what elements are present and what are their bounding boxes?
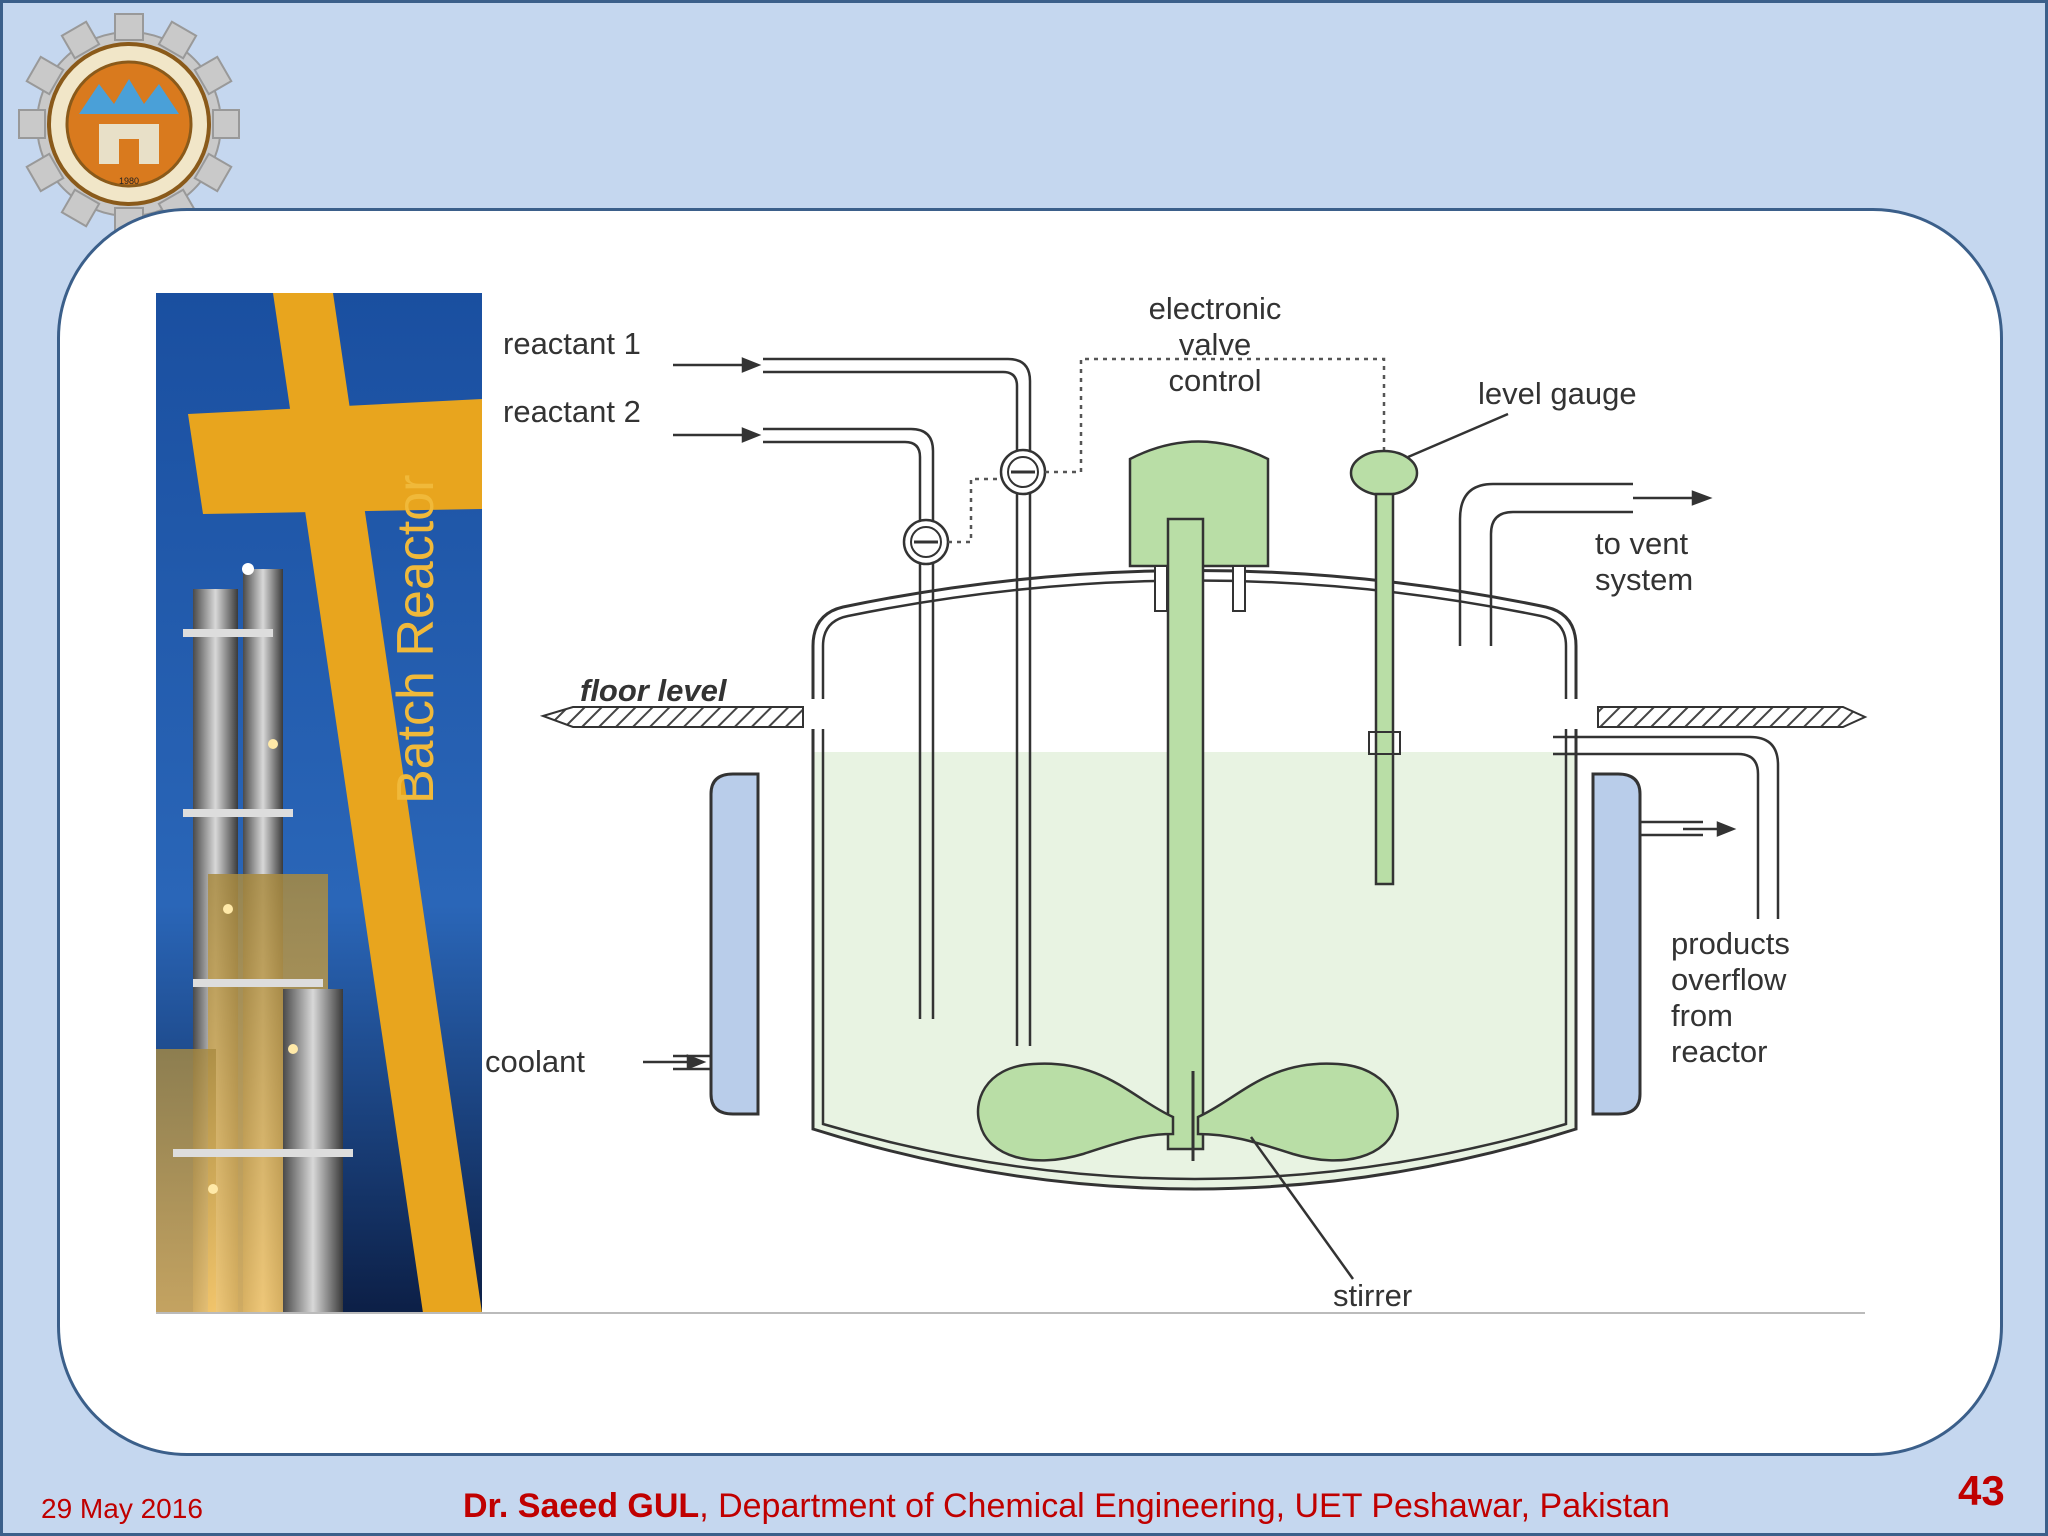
- valve-control-label-3: control: [1168, 363, 1261, 398]
- footer-author: Dr. Saeed GUL: [463, 1487, 700, 1525]
- cooling-jacket: [709, 772, 1642, 1116]
- level-gauge: [1349, 412, 1509, 886]
- floor-level-marker: floor level: [539, 673, 1868, 728]
- products-label-4: reactor: [1671, 1034, 1767, 1069]
- page-number: 43: [1958, 1467, 2005, 1514]
- vent-pipe: [1458, 482, 1633, 646]
- stirrer-assembly: [976, 440, 1399, 1280]
- reactant-pipes: [763, 357, 1032, 1046]
- valve-control-label-1: electronic: [1149, 291, 1282, 326]
- level-gauge-label: level gauge: [1478, 376, 1637, 411]
- valve-icon: [902, 448, 1047, 566]
- reactant-1-label: reactant 1: [503, 326, 641, 361]
- floor-level-label: floor level: [580, 673, 728, 708]
- valve-control-lines: [948, 357, 1386, 544]
- valve-control-label-2: valve: [1179, 327, 1251, 362]
- overflow-pipe: [1553, 735, 1780, 919]
- vent-label-2: system: [1595, 562, 1693, 597]
- coolant-flow: [673, 820, 1703, 1071]
- products-label-2: overflow: [1671, 962, 1787, 997]
- products-label-1: products: [1671, 926, 1790, 961]
- footer-credit: Dr. Saeed GUL, Department of Chemical En…: [463, 1487, 1670, 1526]
- coolant-arrows: [643, 821, 1737, 1070]
- batch-reactor-figure: Batch Reactor floor level: [156, 291, 1868, 1314]
- reactant-arrows: [673, 357, 762, 443]
- university-logo: 1980: [18, 13, 240, 235]
- vent-label-1: to vent: [1595, 526, 1688, 561]
- stirrer-label: stirrer: [1333, 1278, 1412, 1313]
- logo-year: 1980: [119, 176, 139, 186]
- footer-date: 29 May 2016: [41, 1493, 203, 1524]
- footer-affiliation: , Department of Chemical Engineering, UE…: [699, 1487, 1670, 1525]
- reactant-2-label: reactant 2: [503, 394, 641, 429]
- batch-reactor-banner: Batch Reactor: [156, 293, 482, 1313]
- coolant-label: coolant: [485, 1044, 585, 1079]
- products-label-3: from: [1671, 998, 1733, 1033]
- vent-arrow: [1633, 490, 1713, 506]
- banner-title: Batch Reactor: [387, 475, 445, 805]
